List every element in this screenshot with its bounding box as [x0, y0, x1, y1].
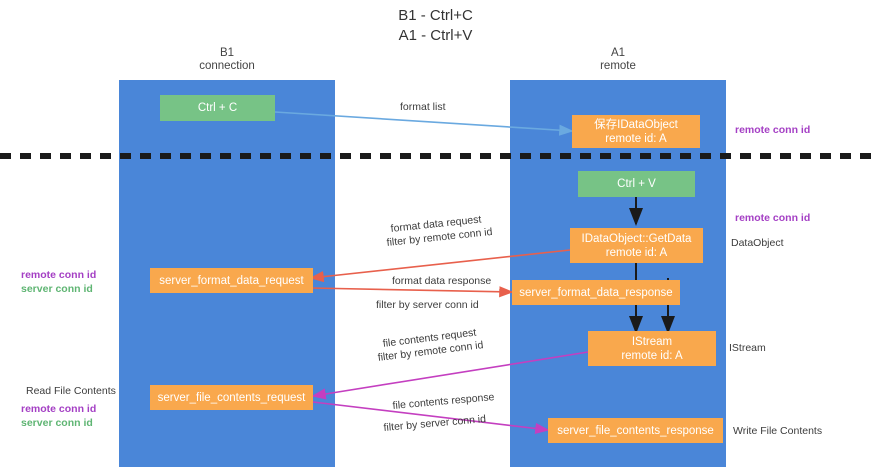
node-server-file-contents-request[interactable]: server_file_contents_request	[150, 385, 313, 410]
lane-header-b1: B1 connection	[199, 47, 255, 72]
node-idataobject-getdata[interactable]: IDataObject::GetData remote id: A	[570, 228, 703, 263]
lane-header-a1: A1 remote	[600, 47, 636, 72]
side-label-left-remote-conn-id: remote conn id	[21, 269, 97, 281]
side-label-left-remote-conn-id-2: remote conn id	[21, 403, 97, 415]
side-label-remote-conn-id-top: remote conn id	[735, 124, 811, 136]
side-label-read-file-contents: Read File Contents	[26, 385, 116, 397]
node-ctrl-v[interactable]: Ctrl + V	[578, 171, 695, 197]
filter-value-4: server conn id	[419, 413, 487, 431]
edge-label-file-contents-response: file contents response	[392, 391, 495, 412]
side-label-istream: IStream	[729, 342, 766, 354]
node-server-file-contents-response[interactable]: server_file_contents_response	[548, 418, 723, 443]
filter-prefix-4: filter by	[383, 418, 421, 434]
node-save-idataobject[interactable]: 保存IDataObject remote id: A	[572, 115, 700, 148]
side-label-dataobject: DataObject	[731, 237, 784, 249]
filter-prefix-1: filter by	[386, 233, 424, 249]
side-label-left-server-conn-id: server conn id	[21, 283, 93, 295]
side-label-write-file-contents: Write File Contents	[733, 425, 823, 437]
edge-label-format-data-response-filter: filter by server conn id	[376, 298, 479, 312]
edge-label-format-data-response: format data response	[392, 275, 492, 287]
edge-label-file-contents-response-filter: filter by server conn id	[383, 412, 487, 435]
side-label-left-server-conn-id-2: server conn id	[21, 417, 93, 429]
side-label-remote-conn-id-mid: remote conn id	[735, 212, 811, 224]
edge-label-format-list: format list	[400, 101, 446, 113]
node-server-format-data-response[interactable]: server_format_data_response	[512, 280, 680, 305]
filter-prefix-3: filter by	[377, 347, 416, 364]
filter-value-2: server conn id	[412, 299, 479, 311]
node-istream[interactable]: IStream remote id: A	[588, 331, 716, 366]
filter-prefix-2: filter by	[376, 299, 413, 311]
node-server-format-data-request[interactable]: server_format_data_request	[150, 268, 313, 293]
node-ctrl-c[interactable]: Ctrl + C	[160, 95, 275, 121]
diagram-title: B1 - Ctrl+C A1 - Ctrl+V	[398, 7, 473, 44]
